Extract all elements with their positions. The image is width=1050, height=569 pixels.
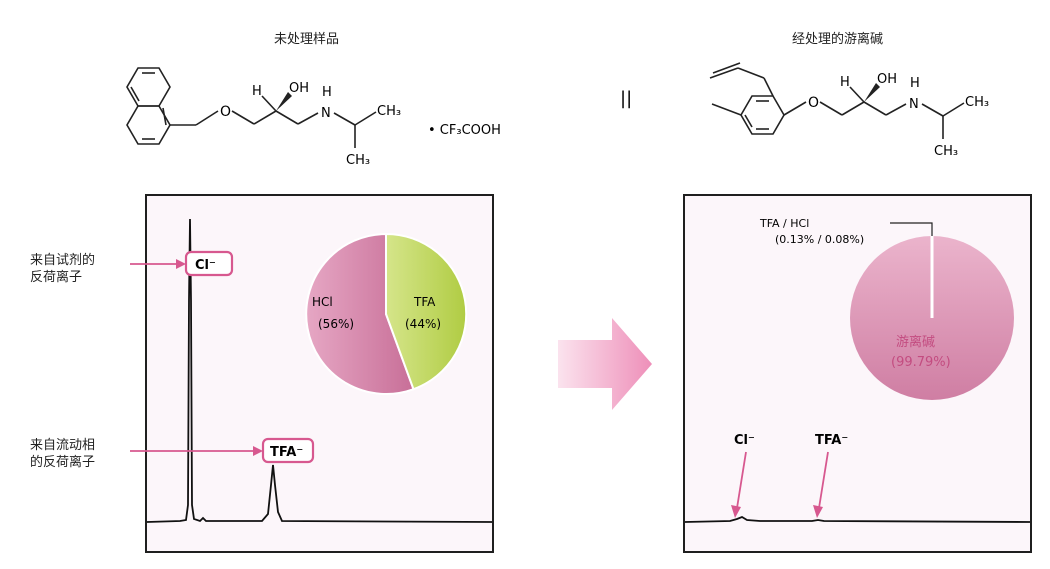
nh-h-right: H [910, 76, 920, 91]
pie-top-values: (0.13% / 0.08%) [775, 233, 864, 246]
h-right: H [840, 75, 850, 90]
mobile-counterion-label: 来自流动相 的反荷离子 [30, 437, 95, 471]
peak-label-tfa-left: TFA⁻ [261, 437, 315, 464]
separator-mark: || [620, 88, 632, 109]
svg-text:TFA⁻: TFA⁻ [270, 445, 303, 460]
cl-pointer-right [736, 451, 747, 509]
nh-n-right: N [909, 97, 919, 112]
reagent-pointer-head [176, 259, 186, 269]
mobile-label-line1: 来自流动相 [30, 438, 96, 453]
reagent-counterion-label: 来自试剂的 反荷离子 [30, 252, 95, 286]
ch3-top-left: CH₃ [377, 104, 401, 119]
h-left: H [252, 84, 262, 99]
wedge-bond [276, 92, 292, 111]
process-arrow [558, 318, 652, 410]
pie-pct-hcl: (56%) [318, 317, 354, 331]
tfa-pointer-head-right [813, 505, 823, 518]
mobile-label-line2: 的反荷离子 [30, 455, 96, 470]
pie-label-tfa: TFA [413, 295, 436, 309]
ether-o-left: O [220, 104, 231, 120]
reagent-label-line1: 来自试剂的 [30, 253, 96, 268]
peak-label-cl-right: Cl⁻ [734, 433, 755, 448]
ch3-bottom-right: CH₃ [934, 144, 958, 159]
pie-label-hcl: HCl [312, 295, 333, 309]
naphthalene-ring-bottom [126, 105, 171, 145]
oh-left: OH [289, 81, 309, 96]
reagent-label-line2: 反荷离子 [30, 270, 83, 285]
ch3-top-right: CH₃ [965, 95, 989, 110]
peak-label-tfa-right: TFA⁻ [815, 433, 848, 448]
svg-text:Cl⁻: Cl⁻ [195, 258, 216, 273]
pie-slice-tfa [385, 232, 468, 391]
freebase-structure [709, 62, 965, 139]
pie-slice-hcl [305, 232, 415, 395]
ch3-bottom-left: CH₃ [346, 153, 370, 168]
counterion-label: • CF₃COOH [428, 123, 501, 138]
nh-h-left: H [322, 85, 332, 100]
left-title: 未处理样品 [274, 32, 340, 47]
structures-canvas: O H OH H N CH₃ CH₃ • CF₃COOH || O H OH H… [126, 62, 989, 168]
chromatogram-trace-right [684, 515, 1031, 523]
chromatogram-trace-left [146, 218, 493, 523]
wedge-bond-right [864, 83, 880, 102]
composition-pie-right: 游离碱 (99.79%) TFA / HCl (0.13% / 0.08%) [759, 217, 1014, 400]
nh-n-left: N [321, 106, 331, 121]
pie-label-freebase: 游离碱 [896, 334, 935, 350]
right-title: 经处理的游离碱 [792, 32, 884, 47]
composition-pie-left: HCl (56%) TFA (44%) [305, 232, 468, 395]
ether-o-right: O [808, 95, 819, 111]
mobile-pointer-head [253, 446, 263, 456]
oh-right: OH [877, 72, 897, 87]
tfa-pointer-right [818, 451, 829, 509]
naphthalene-structure [126, 67, 377, 148]
peak-label-cl-left: Cl⁻ [184, 250, 234, 277]
pie-leader-line [890, 222, 933, 236]
pie-top-label: TFA / HCl [759, 217, 809, 230]
pie-pct-tfa: (44%) [405, 317, 441, 331]
cl-pointer-head-right [731, 505, 741, 518]
pie-pct-freebase: (99.79%) [891, 355, 951, 370]
